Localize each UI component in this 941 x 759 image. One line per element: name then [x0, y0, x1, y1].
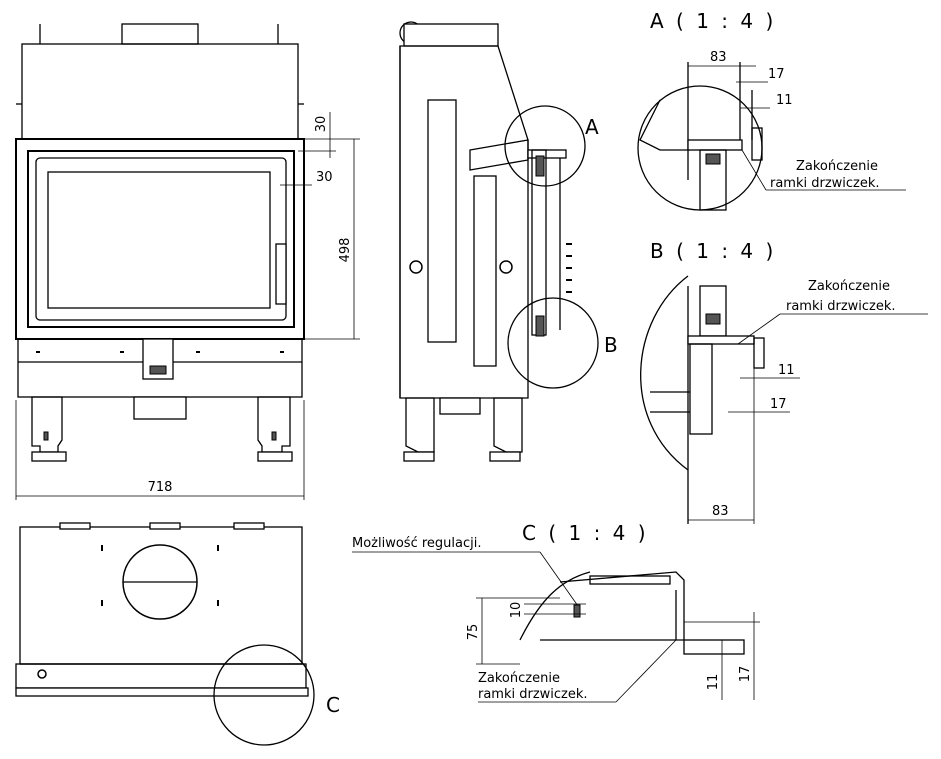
detail-c-title: C ( 1 : 4 ) — [522, 521, 649, 545]
label-b: B — [604, 333, 618, 357]
detail-b-dim-11: 11 — [778, 363, 795, 378]
dim-30-side: 30 — [316, 170, 333, 185]
detail-circle-a — [504, 105, 586, 187]
side-view: A B — [399, 21, 618, 462]
right-leg — [257, 396, 291, 453]
left-leg — [31, 396, 63, 453]
side-bolt-right — [499, 260, 513, 274]
top-view: C — [15, 522, 340, 746]
detail-b: B ( 1 : 4 ) Zakończenie ramki drzwiczek.… — [640, 239, 928, 524]
detail-circle-b — [507, 297, 599, 389]
detail-circle-c — [213, 644, 315, 746]
detail-b-dim-17: 17 — [770, 397, 787, 412]
detail-a: A ( 1 : 4 ) 83 17 11 Zakończenie ramki d… — [637, 9, 906, 211]
dim-718: 718 — [148, 480, 173, 495]
upper-housing — [21, 43, 299, 140]
front-view: 498 30 30 718 — [15, 23, 360, 500]
detail-a-note-line1: Zakończenie — [796, 159, 878, 174]
door-frame — [15, 138, 305, 340]
detail-c-adjust-note: Możliwość regulacji. — [352, 536, 482, 551]
door-inner-frame — [27, 150, 295, 328]
air-inlet — [133, 396, 187, 420]
detail-c-dim-75: 75 — [466, 624, 481, 641]
detail-a-note-line2: ramki drzwiczek. — [770, 176, 880, 191]
dim-498: 498 — [338, 238, 353, 263]
label-a: A — [585, 115, 599, 139]
detail-a-dim-17: 17 — [768, 67, 785, 82]
detail-c: C ( 1 : 4 ) Możliwość regulacji. 75 10 1… — [352, 521, 760, 703]
side-housing — [399, 45, 529, 399]
side-leg-right — [493, 397, 523, 453]
label-c: C — [326, 693, 340, 717]
detail-a-dim-11: 11 — [776, 93, 793, 108]
side-leg-left — [405, 397, 435, 453]
dim-30-top: 30 — [314, 116, 329, 133]
detail-b-title: B ( 1 : 4 ) — [650, 239, 776, 263]
door-handle — [275, 243, 287, 305]
detail-c-note-line1: Zakończenie — [478, 671, 560, 686]
flue-collar — [121, 23, 199, 45]
side-bolt-left — [409, 260, 423, 274]
detail-c-dim-10: 10 — [509, 602, 524, 619]
detail-b-note-line1: Zakończenie — [808, 279, 890, 294]
door-glass — [47, 171, 271, 309]
detail-b-note-line2: ramki drzwiczek. — [786, 299, 896, 314]
detail-a-title: A ( 1 : 4 ) — [650, 9, 776, 33]
detail-c-dim-11: 11 — [706, 674, 721, 691]
detail-c-note-line2: ramki drzwiczek. — [478, 687, 588, 702]
detail-a-dim-83: 83 — [710, 50, 727, 65]
detail-b-dim-83: 83 — [712, 504, 729, 519]
side-slot — [427, 99, 457, 343]
detail-c-dim-17: 17 — [738, 666, 753, 683]
